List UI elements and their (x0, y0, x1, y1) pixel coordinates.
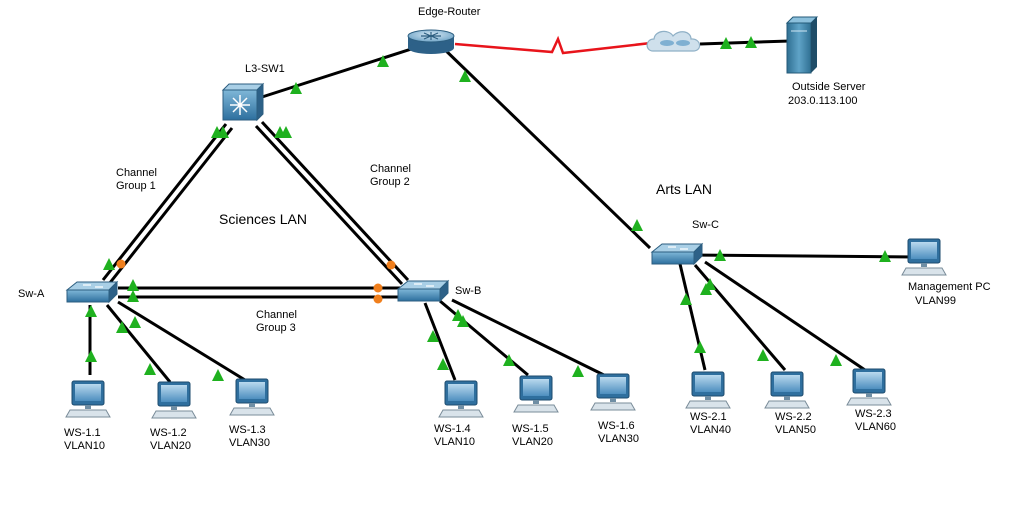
sciences-lan-label: Sciences LAN (219, 211, 307, 228)
link-up-indicator (459, 70, 471, 82)
link-up-indicator (452, 309, 464, 321)
link-up-indicator (720, 37, 732, 49)
ws-1-5[interactable] (513, 375, 559, 413)
link-sw-c-management-pc (689, 253, 916, 259)
management-pc-label: Management PC (908, 281, 991, 294)
link-up-indicator (680, 293, 692, 305)
sw-c-label: Sw-C (692, 219, 719, 232)
link-up-indicator (572, 365, 584, 377)
ws-2-3[interactable] (846, 368, 892, 406)
outside-server-label: Outside Server (792, 81, 866, 94)
link-cg2-b (254, 124, 404, 286)
link-blocked-indicator (373, 294, 383, 304)
link-up-indicator (85, 305, 97, 317)
link-sw-c-ws-2-2 (693, 264, 787, 371)
link-cloud-outside-server (699, 39, 791, 46)
link-up-indicator (694, 341, 706, 353)
link-up-indicator (457, 315, 469, 327)
sw-c[interactable] (650, 242, 704, 266)
outside-server-ip: 203.0.113.100 (788, 95, 858, 108)
link-sw-b-ws-1-4 (423, 302, 457, 381)
link-up-indicator (631, 219, 643, 231)
ws-2-1[interactable] (685, 371, 731, 409)
link-up-indicator (700, 283, 712, 295)
link-cg2-a (260, 120, 410, 282)
devices-layer (65, 16, 947, 419)
link-sw-a-ws-1-2 (105, 304, 172, 383)
link-sw-c-ws-2-1 (678, 263, 707, 371)
management-pc[interactable] (901, 238, 947, 276)
link-up-indicator (144, 363, 156, 375)
ws-1-1[interactable] (65, 380, 111, 418)
outside-server[interactable] (785, 16, 819, 74)
link-up-indicator (127, 290, 139, 302)
link-up-indicator (427, 330, 439, 342)
management-pc-vlan: VLAN99 (915, 295, 956, 308)
edge-router-label: Edge-Router (418, 6, 481, 19)
link-up-indicator (85, 350, 97, 362)
link-sw-a-ws-1-3 (117, 300, 246, 382)
sw-b-label: Sw-B (455, 285, 482, 298)
link-up-indicator (757, 349, 769, 361)
link-sw-c-ws-2-3 (704, 260, 866, 372)
link-up-indicator (879, 250, 891, 262)
link-up-indicator (127, 279, 139, 291)
link-up-indicator (437, 358, 449, 370)
ws-1-4[interactable] (438, 380, 484, 418)
link-up-indicator (103, 258, 115, 270)
link-up-indicator (217, 126, 229, 138)
l3-sw1[interactable] (221, 82, 265, 122)
arts-lan-label: Arts LAN (656, 181, 713, 198)
link-status-markers (85, 36, 891, 381)
link-up-indicator (503, 354, 515, 366)
link-up-indicator (290, 82, 302, 94)
link-up-indicator (280, 126, 292, 138)
link-cg1-a (101, 123, 228, 281)
link-up-indicator (830, 354, 842, 366)
link-up-indicator (714, 249, 726, 261)
link-up-indicator (377, 55, 389, 67)
link-l3sw1-edge-router (261, 41, 431, 99)
link-edge-router-cloud-serial (454, 35, 652, 55)
ws-1-6[interactable] (590, 373, 636, 411)
ws-2-2[interactable] (764, 371, 810, 409)
link-cg1-b (107, 127, 234, 285)
link-up-indicator (212, 369, 224, 381)
edge-router[interactable] (407, 29, 455, 54)
link-blocked-indicator (386, 260, 396, 270)
link-up-indicator (116, 321, 128, 333)
link-up-indicator (129, 316, 141, 328)
link-blocked-indicator (373, 283, 383, 293)
sw-b[interactable] (396, 279, 450, 303)
links-layer (88, 35, 916, 383)
link-sw-b-ws-1-5 (439, 299, 529, 377)
ws-1-2[interactable] (151, 381, 197, 419)
link-edge-router-sw-c (438, 43, 652, 250)
cloud[interactable] (646, 30, 701, 52)
ws-1-3[interactable] (229, 378, 275, 416)
sw-a[interactable] (65, 280, 119, 304)
link-blocked-indicator (116, 259, 126, 269)
l3-sw1-label: L3-SW1 (245, 63, 285, 76)
link-up-indicator (745, 36, 757, 48)
sw-a-label: Sw-A (18, 288, 45, 301)
link-sw-b-ws-1-6 (451, 298, 611, 380)
